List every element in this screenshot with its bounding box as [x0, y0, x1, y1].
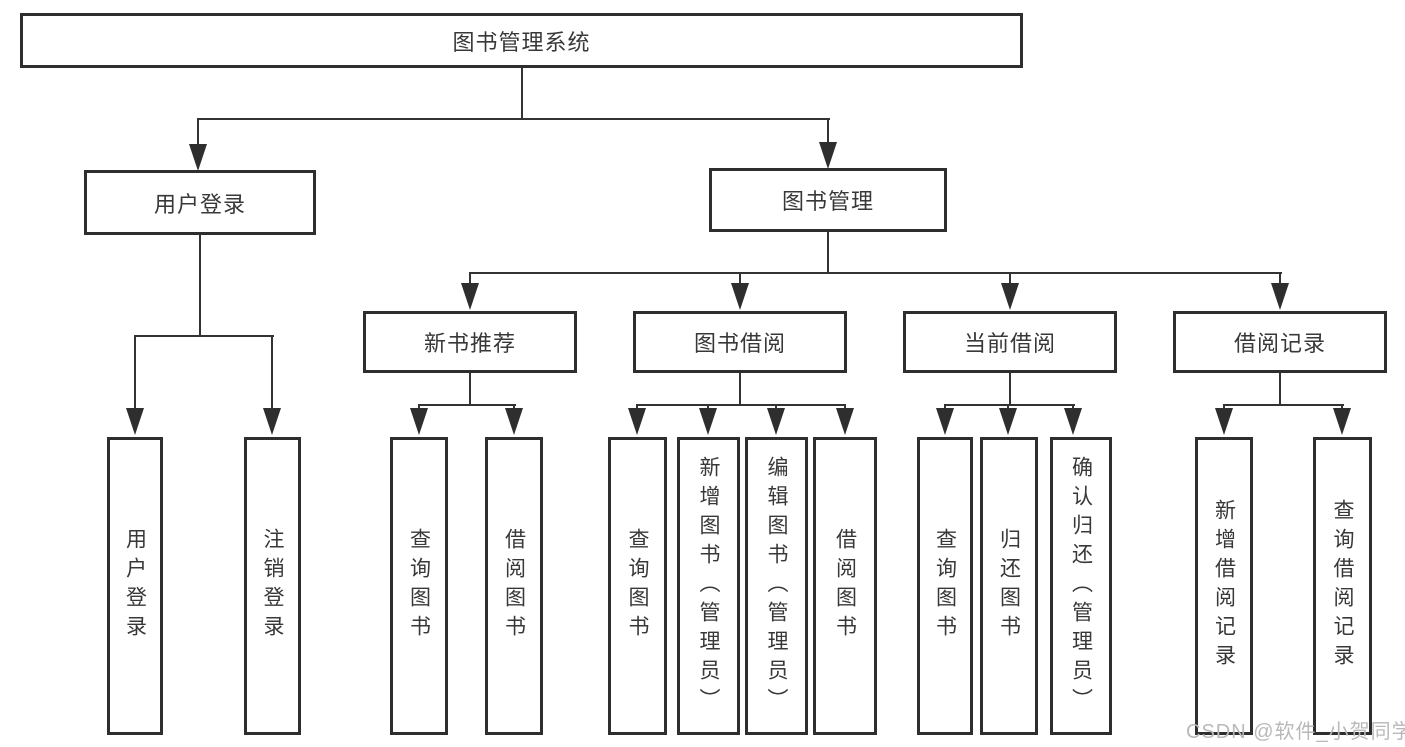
leaf-query-books-2-label: 查询图书 [626, 528, 649, 644]
node-book-borrow: 图书借阅 [633, 311, 847, 373]
arrow-down-icon [731, 283, 749, 310]
leaf-logout: 注销登录 [244, 437, 301, 735]
connector-current-borrow-rail [944, 404, 1075, 406]
connector-stem-leaf [134, 335, 136, 411]
arrow-down-icon [505, 408, 523, 435]
node-root-label: 图书管理系统 [452, 29, 591, 55]
connector-stem-user-login [197, 118, 199, 148]
arrow-down-icon [767, 408, 785, 435]
leaf-add-borrow-record-label: 新增借阅记录 [1212, 499, 1236, 673]
arrow-down-icon [461, 283, 479, 310]
arrow-down-icon [410, 408, 428, 435]
leaf-confirm-return-admin: 确认归还（管理员） [1050, 437, 1112, 735]
node-new-book-recommend-label: 新书推荐 [423, 331, 516, 356]
node-current-borrow: 当前借阅 [903, 311, 1117, 373]
arrow-down-icon [263, 408, 281, 435]
connector-new-book-rail [418, 404, 516, 406]
connector-level2-rail [197, 118, 830, 120]
node-new-book-recommend: 新书推荐 [363, 311, 577, 373]
leaf-query-books-3-label: 查询图书 [933, 528, 957, 644]
leaf-edit-book-admin-label: 编辑图书（管理员） [765, 455, 788, 717]
node-user-login: 用户登录 [84, 170, 316, 235]
leaf-query-books-1-label: 查询图书 [407, 528, 431, 644]
arrow-down-icon [628, 408, 646, 435]
connector-level3-rail [469, 272, 1282, 274]
arrow-down-icon [126, 408, 144, 435]
leaf-logout-label: 注销登录 [261, 528, 284, 644]
leaf-query-books-3: 查询图书 [917, 437, 973, 735]
leaf-user-login-label: 用户登录 [123, 528, 147, 644]
connector-user-login-stub [199, 235, 201, 335]
leaf-return-book-label: 归还图书 [997, 528, 1021, 644]
arrow-down-icon [819, 142, 837, 169]
connector-borrow-records-rail [1223, 404, 1344, 406]
node-book-borrow-label: 图书借阅 [693, 331, 786, 356]
connector-stem-level3 [1009, 272, 1011, 286]
connector-root-stub [521, 68, 523, 118]
connector-borrow-records-stub [1279, 373, 1281, 404]
connector-book-management-stub [827, 232, 829, 272]
connector-stem-leaf [271, 335, 273, 411]
leaf-query-borrow-record-label: 查询借阅记录 [1331, 499, 1354, 673]
leaf-borrow-books-1: 借阅图书 [485, 437, 543, 735]
leaf-query-borrow-record: 查询借阅记录 [1313, 437, 1372, 735]
connector-current-borrow-stub [1009, 373, 1011, 404]
leaf-confirm-return-admin-label: 确认归还（管理员） [1069, 455, 1093, 717]
arrow-down-icon [1215, 408, 1233, 435]
connector-new-book-stub [469, 373, 471, 404]
arrow-down-icon [836, 408, 854, 435]
arrow-down-icon [1333, 408, 1351, 435]
connector-user-login-rail [134, 335, 274, 337]
connector-stem-level3 [739, 272, 741, 286]
leaf-query-books-1: 查询图书 [390, 437, 448, 735]
leaf-borrow-books-1-label: 借阅图书 [502, 528, 526, 644]
leaf-return-book: 归还图书 [980, 437, 1038, 735]
arrow-down-icon [1064, 408, 1082, 435]
arrow-down-icon [699, 408, 717, 435]
leaf-query-books-2: 查询图书 [608, 437, 667, 735]
connector-book-borrow-stub [739, 373, 741, 404]
leaf-borrow-books-2: 借阅图书 [813, 437, 877, 735]
arrow-down-icon [1001, 283, 1019, 310]
connector-stem-level3 [469, 272, 471, 286]
watermark-text: CSDN @软件_小贺同学 [1186, 721, 1405, 743]
connector-book-borrow-rail [636, 404, 846, 406]
connector-stem-level3 [1279, 272, 1281, 286]
node-book-management-label: 图书管理 [781, 189, 874, 214]
node-current-borrow-label: 当前借阅 [963, 331, 1056, 356]
leaf-edit-book-admin: 编辑图书（管理员） [745, 437, 808, 735]
leaf-add-book-admin-label: 新增图书（管理员） [697, 455, 720, 717]
leaf-user-login: 用户登录 [107, 437, 163, 735]
arrow-down-icon [189, 144, 207, 171]
arrow-down-icon [936, 408, 954, 435]
node-borrow-records: 借阅记录 [1173, 311, 1387, 373]
arrow-down-icon [999, 408, 1017, 435]
arrow-down-icon [1271, 283, 1289, 310]
node-user-login-label: 用户登录 [153, 191, 246, 217]
node-borrow-records-label: 借阅记录 [1233, 331, 1326, 356]
leaf-add-borrow-record: 新增借阅记录 [1195, 437, 1253, 735]
node-root: 图书管理系统 [20, 13, 1023, 68]
node-book-management: 图书管理 [709, 168, 947, 232]
connector-stem-book-management [827, 118, 829, 146]
leaf-borrow-books-2-label: 借阅图书 [833, 528, 857, 644]
leaf-add-book-admin: 新增图书（管理员） [677, 437, 740, 735]
